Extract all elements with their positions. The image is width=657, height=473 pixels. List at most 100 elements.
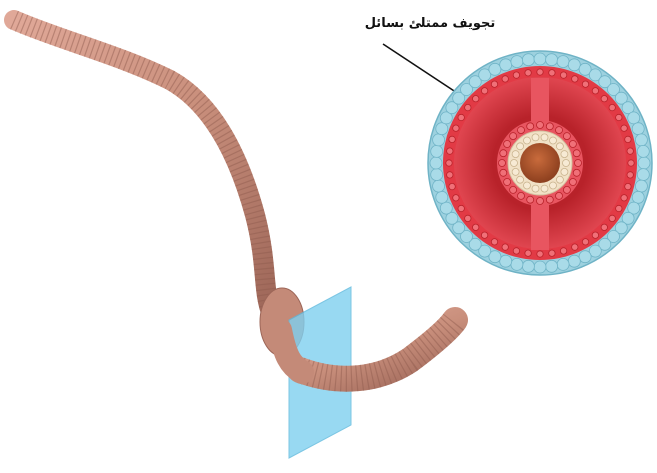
muscle-cell: [449, 136, 455, 142]
epidermis-cell: [430, 157, 442, 169]
epidermis-cell: [500, 59, 512, 71]
epidermis-cell: [579, 251, 591, 263]
epidermis-cell: [511, 258, 523, 270]
muscle-cell: [513, 248, 519, 254]
muscle-cell: [549, 70, 555, 76]
gut-muscle-cell: [527, 123, 534, 130]
muscle-cell: [465, 104, 471, 110]
muscle-cell: [627, 148, 633, 154]
muscle-cell: [537, 251, 543, 257]
gut-wall-cell: [517, 176, 524, 183]
muscle-cell: [582, 239, 588, 245]
epidermis-cell: [568, 59, 580, 71]
gut-wall-cell: [524, 137, 531, 144]
muscle-cell: [458, 114, 464, 120]
epidermis-cell: [557, 258, 569, 270]
muscle-cell: [625, 136, 631, 142]
gut-wall-cell: [524, 182, 531, 189]
muscle-cell: [560, 72, 566, 78]
gut-muscle-cell: [563, 133, 570, 140]
gut-wall-cell: [511, 160, 518, 167]
muscle-cell: [465, 215, 471, 221]
epidermis-cell: [568, 255, 580, 267]
gut-muscle-cell: [500, 150, 507, 157]
epidermis-cell: [638, 157, 650, 169]
gut-muscle-cell: [518, 192, 525, 199]
epidermis-cell: [557, 56, 569, 68]
muscle-cell: [502, 244, 508, 250]
epidermis-cell: [546, 54, 558, 66]
gut-wall-cell: [561, 151, 568, 158]
gut-muscle-cell: [510, 133, 517, 140]
gut-muscle-cell: [556, 192, 563, 199]
gut-wall-cell: [550, 137, 557, 144]
epidermis-cell: [431, 169, 443, 181]
gut-muscle-cell: [518, 127, 525, 134]
muscle-cell: [609, 215, 615, 221]
epidermis-cell: [433, 134, 445, 146]
muscle-cell: [592, 88, 598, 94]
muscle-cell: [491, 81, 497, 87]
gut-muscle-cell: [575, 160, 582, 167]
muscle-cell: [447, 172, 453, 178]
muscle-cell: [549, 250, 555, 256]
gut-lumen: [520, 143, 560, 183]
gut-muscle-cell: [563, 186, 570, 193]
gut-muscle-cell: [504, 141, 511, 148]
muscle-cell: [537, 69, 543, 75]
muscle-cell: [491, 239, 497, 245]
epidermis-cell: [534, 261, 546, 273]
muscle-cell: [582, 81, 588, 87]
gut-muscle-cell: [510, 186, 517, 193]
epidermis-cell: [632, 123, 644, 135]
epidermis-cell: [534, 53, 546, 65]
gut-muscle-cell: [500, 169, 507, 176]
cross-section: [428, 51, 652, 275]
muscle-cell: [481, 232, 487, 238]
earthworm: [14, 20, 304, 356]
gut-muscle-cell: [573, 150, 580, 157]
epidermis-cell: [433, 180, 445, 192]
epidermis-cell: [637, 169, 649, 181]
gut-muscle-cell: [499, 160, 506, 167]
gut-muscle-cell: [569, 141, 576, 148]
epidermis-cell: [522, 260, 534, 272]
muscle-cell: [592, 232, 598, 238]
gut-wall-cell: [517, 143, 524, 150]
muscle-cell: [453, 195, 459, 201]
gut-wall-cell: [512, 168, 519, 175]
muscle-cell: [502, 76, 508, 82]
gut-wall-cell: [512, 151, 519, 158]
gut-muscle-cell: [527, 196, 534, 203]
epidermis-cell: [637, 145, 649, 157]
gut-wall-cell: [541, 185, 548, 192]
muscle-cell: [616, 114, 622, 120]
muscle-cell: [449, 183, 455, 189]
gut-wall-cell: [563, 160, 570, 167]
epidermis-cell: [436, 123, 448, 135]
gut-wall-cell: [532, 134, 539, 141]
gut-muscle-cell: [569, 179, 576, 186]
epidermis-cell: [489, 63, 501, 75]
muscle-cell: [560, 248, 566, 254]
muscle-cell: [609, 104, 615, 110]
gut-wall-cell: [556, 143, 563, 150]
muscle-cell: [473, 224, 479, 230]
epidermis-cell: [511, 56, 523, 68]
muscle-cell: [473, 96, 479, 102]
muscle-cell: [625, 183, 631, 189]
muscle-cell: [601, 224, 607, 230]
gut-muscle-cell: [556, 127, 563, 134]
gut-wall-cell: [532, 185, 539, 192]
muscle-cell: [627, 172, 633, 178]
muscle-cell: [601, 96, 607, 102]
muscle-cell: [447, 148, 453, 154]
epidermis-cell: [522, 54, 534, 66]
muscle-cell: [621, 125, 627, 131]
epidermis-cell: [546, 260, 558, 272]
gut-wall-cell: [556, 176, 563, 183]
gut-wall-cell: [541, 134, 548, 141]
muscle-cell: [458, 205, 464, 211]
epidermis-cell: [500, 255, 512, 267]
